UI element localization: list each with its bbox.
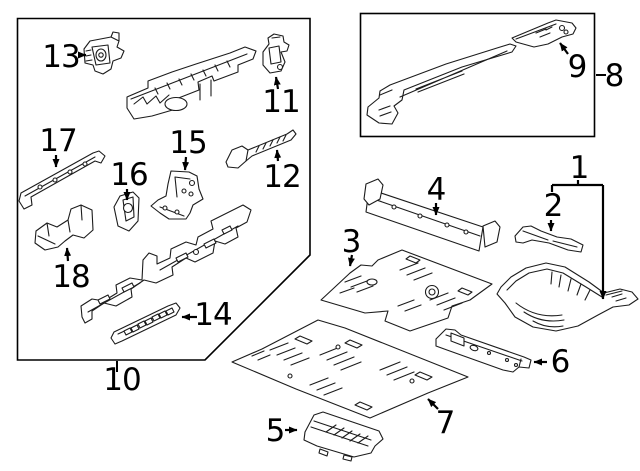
callout-5[interactable]: 5 — [266, 413, 298, 449]
callout-bracket — [550, 180, 603, 192]
leader-arrow — [273, 76, 281, 90]
part-3-floor-pan-front[interactable] — [320, 249, 493, 332]
callout-18[interactable]: 18 — [52, 247, 91, 295]
callout-1[interactable]: 1 — [550, 150, 607, 300]
callout-9[interactable]: 9 — [559, 42, 587, 85]
callout-12[interactable]: 12 — [263, 149, 302, 195]
callout-7-label: 7 — [436, 405, 455, 441]
callout-13-label: 13 — [42, 39, 79, 75]
part-5-tray[interactable] — [303, 411, 384, 462]
callout-7[interactable]: 7 — [427, 398, 455, 441]
leader-arrow — [559, 42, 569, 55]
part-14-sill-plate[interactable] — [110, 302, 181, 345]
callout-16-label: 16 — [110, 157, 147, 193]
part-rocker-sill[interactable] — [80, 204, 252, 324]
part-8-rail[interactable] — [366, 43, 517, 125]
callout-8[interactable]: 8 — [596, 58, 624, 94]
part-4-crossmember[interactable] — [363, 178, 501, 252]
callout-13[interactable]: 13 — [42, 39, 87, 75]
group-box-10 — [16, 17, 311, 361]
part-13-body-mount[interactable] — [83, 31, 125, 75]
part-7-floor-pan-rear[interactable] — [231, 319, 469, 419]
callout-4-label: 4 — [427, 172, 446, 208]
callout-1-label: 1 — [570, 150, 589, 186]
part-frame-rail-upper[interactable] — [126, 46, 257, 120]
part-17-sill-reinforcement[interactable] — [18, 150, 106, 210]
callout-17-label: 17 — [39, 123, 76, 159]
callout-14-label: 14 — [194, 297, 231, 333]
callout-6[interactable]: 6 — [533, 344, 570, 380]
part-1-spare-tire-well[interactable] — [496, 262, 639, 332]
leader-arrow — [427, 398, 439, 410]
callout-4[interactable]: 4 — [427, 172, 446, 216]
callout-5-label: 5 — [266, 413, 285, 449]
part-16-bracket[interactable] — [113, 191, 140, 232]
leader-arrow — [347, 254, 355, 267]
callout-10-label: 10 — [103, 362, 140, 398]
callout-11-label: 11 — [262, 84, 299, 120]
callout-2[interactable]: 2 — [544, 188, 563, 232]
leader-arrow — [182, 156, 190, 171]
callout-3-label: 3 — [342, 224, 361, 260]
callout-16[interactable]: 16 — [110, 157, 149, 201]
part-18-bracket[interactable] — [34, 204, 94, 251]
callout-9-label: 9 — [568, 49, 587, 85]
callout-14[interactable]: 14 — [181, 297, 233, 333]
callout-10[interactable]: 10 — [103, 361, 142, 398]
callout-8-label: 8 — [605, 58, 624, 94]
part-9-plate[interactable] — [511, 19, 577, 48]
part-6-rail[interactable] — [435, 328, 532, 373]
callout-15[interactable]: 15 — [169, 125, 208, 171]
callout-12-label: 12 — [263, 159, 300, 195]
group-box-8 — [359, 12, 596, 138]
part-2-bracket[interactable] — [514, 225, 584, 253]
part-15-bracket[interactable] — [150, 170, 204, 220]
callout-18-label: 18 — [52, 259, 89, 295]
callout-6-label: 6 — [551, 344, 570, 380]
callout-2-label: 2 — [544, 188, 563, 224]
callout-11[interactable]: 11 — [262, 76, 301, 120]
callout-15-label: 15 — [169, 125, 206, 161]
callout-3[interactable]: 3 — [342, 224, 361, 267]
part-11-bracket[interactable] — [262, 33, 290, 74]
callout-17[interactable]: 17 — [39, 123, 78, 168]
leader-arrow — [274, 149, 282, 162]
part-12-rail-extension[interactable] — [225, 129, 297, 169]
leader-arrow — [64, 247, 72, 262]
